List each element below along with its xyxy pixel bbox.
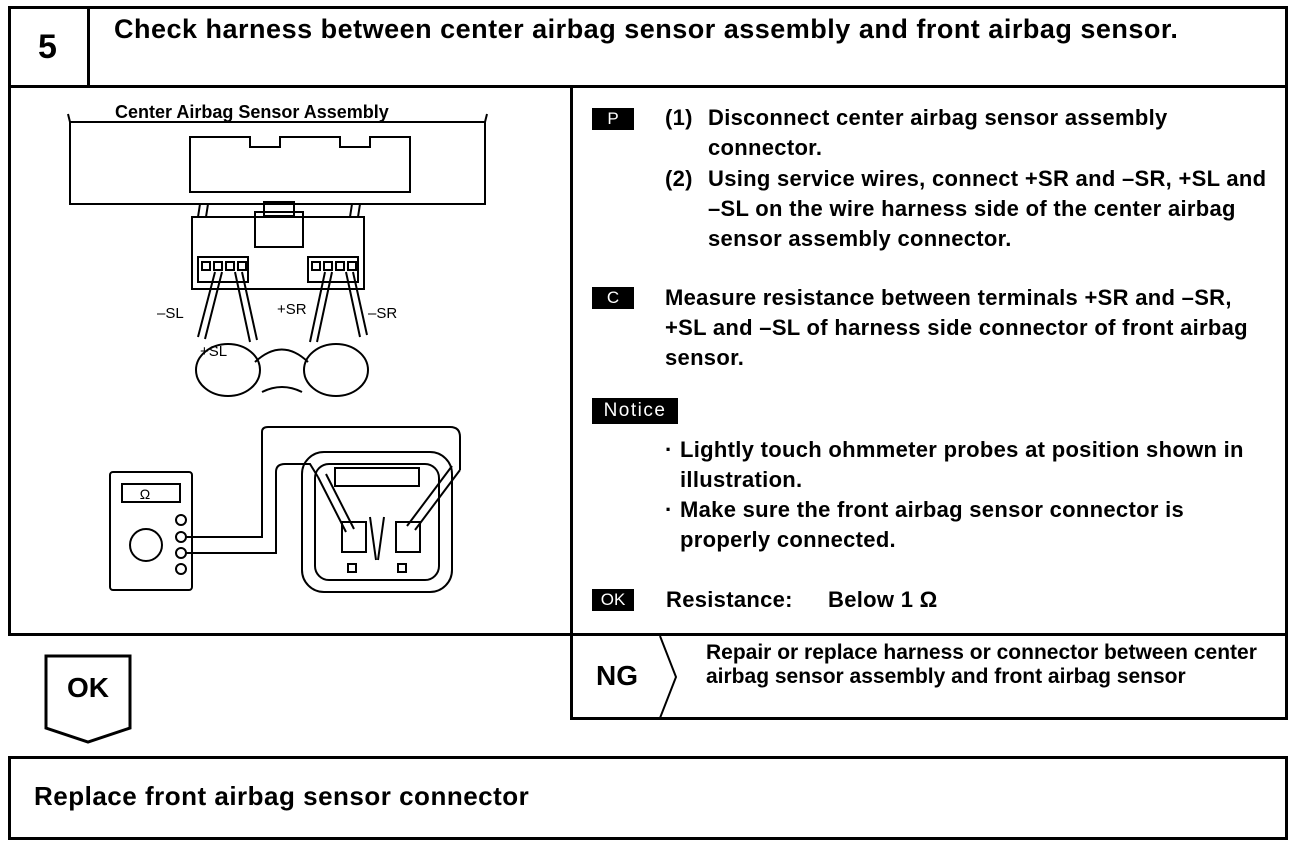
final-action-text: Replace front airbag sensor connector (34, 781, 530, 811)
ok-label: OK (67, 672, 109, 703)
p-step1-number: (1) (665, 105, 693, 130)
step-header (8, 6, 1288, 88)
terminal-minus-sr: –SR (368, 305, 397, 322)
probe-leads (186, 426, 461, 554)
front-airbag-sensor-connector (301, 451, 461, 593)
service-wires (195, 271, 369, 397)
notice-item-2: Make sure the front airbag sensor connec… (680, 497, 1185, 552)
step-number: 5 (8, 6, 90, 88)
ok-spec-label: OK (592, 589, 634, 611)
connector-illustration: Center Airbag Sensor Assembly –SL +SR –S… (67, 102, 488, 593)
terminal-plus-sr: +SR (277, 301, 307, 318)
step-title: Check harness between center airbag sens… (114, 14, 1179, 44)
p-step2-number: (2) (665, 166, 693, 191)
ng-branch-box (570, 633, 1288, 720)
assembly-connector (191, 201, 365, 290)
p-step2-text: Using service wires, connect +SR and –SR… (708, 166, 1267, 251)
notice-item-1: Lightly touch ohmmeter probes at positio… (680, 437, 1244, 492)
procedure-label: P (592, 108, 634, 130)
ng-action-text: Repair or replace harness or connector b… (706, 641, 1257, 688)
assembly-label: Center Airbag Sensor Assembly (115, 102, 389, 122)
center-airbag-sensor-assembly (67, 113, 488, 205)
notice-bullet: · (665, 437, 673, 462)
ng-arrow-icon (659, 636, 678, 718)
notice-bullet: · (665, 497, 673, 522)
notice-label: Notice (592, 398, 678, 424)
check-label: C (592, 287, 634, 309)
ohm-symbol: Ω (140, 486, 150, 502)
ng-label: NG (596, 660, 638, 691)
terminal-minus-sl: –SL (157, 305, 184, 322)
column-divider (570, 86, 573, 720)
ok-arrow-icon (44, 654, 132, 744)
p-step1-text: Disconnect center airbag sensor assembly… (708, 105, 1168, 160)
resistance-value: Below 1 Ω (828, 587, 938, 612)
resistance-label: Resistance: (666, 587, 793, 612)
ohmmeter (109, 471, 193, 591)
terminal-plus-sl: +SL (200, 343, 227, 360)
check-text: Measure resistance between terminals +SR… (665, 285, 1248, 370)
final-action-box (8, 756, 1288, 840)
